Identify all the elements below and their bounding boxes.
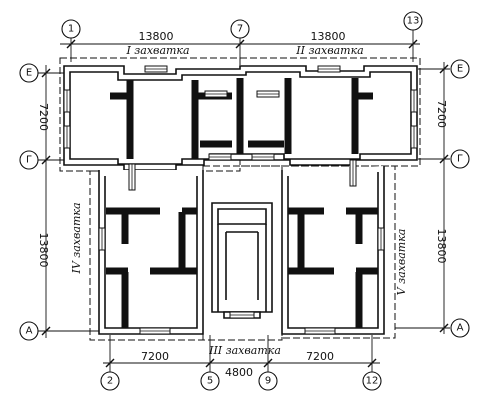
axis-bubble-e-right: Е — [450, 59, 470, 79]
axis-label-e-left: Е — [26, 68, 32, 79]
dimension-lines — [41, 39, 449, 368]
axis-bubble-12: 12 — [362, 371, 382, 391]
axis-bubble-e-left: Е — [19, 63, 39, 83]
axis-bubble-1: 1 — [61, 19, 81, 39]
zone-4-label: IV захватка — [70, 202, 83, 274]
axis-label-13: 13 — [407, 16, 420, 27]
dim-top-left: 13800 — [139, 30, 174, 43]
dim-top-right: 13800 — [311, 30, 346, 43]
dim-left-lower: 13800 — [37, 233, 50, 268]
axis-bubble-13: 13 — [403, 11, 423, 31]
axis-label-a-right: А — [457, 323, 464, 334]
axis-bubble-7: 7 — [230, 19, 250, 39]
windows — [63, 65, 418, 335]
axis-bubble-9: 9 — [258, 371, 278, 391]
axis-label-a-left: А — [26, 326, 33, 337]
axis-bubble-g-left: Г — [19, 150, 39, 170]
dim-right-lower: 13800 — [435, 229, 448, 264]
axis-bubble-g-right: Г — [450, 149, 470, 169]
axis-label-1: 1 — [68, 24, 74, 35]
zone-2-label: II захватка — [295, 44, 363, 57]
dim-right-upper: 7200 — [435, 100, 448, 128]
dim-bottom-right: 7200 — [306, 350, 334, 363]
axis-bubble-a-left: А — [19, 321, 39, 341]
axis-label-12: 12 — [366, 376, 379, 387]
building-walls — [63, 65, 418, 335]
dim-bottom-middle: 4800 — [225, 366, 253, 379]
axis-label-g-left: Г — [26, 155, 32, 166]
dim-left-upper: 7200 — [37, 103, 50, 131]
axis-label-2: 2 — [107, 376, 113, 387]
zone-1-label: I захватка — [125, 44, 189, 57]
axis-label-e-right: Е — [457, 64, 463, 75]
axis-label-5: 5 — [207, 376, 213, 387]
axis-label-g-right: Г — [457, 154, 463, 165]
zone-5-label: V захватка — [395, 229, 408, 296]
axis-label-7: 7 — [237, 24, 243, 35]
axis-label-9: 9 — [265, 376, 271, 387]
zone-3-label: III захватка — [208, 344, 281, 357]
axis-bubble-2: 2 — [100, 371, 120, 391]
axis-bubble-5: 5 — [200, 371, 220, 391]
axis-bubble-a-right: А — [450, 318, 470, 338]
dim-bottom-left: 7200 — [141, 350, 169, 363]
